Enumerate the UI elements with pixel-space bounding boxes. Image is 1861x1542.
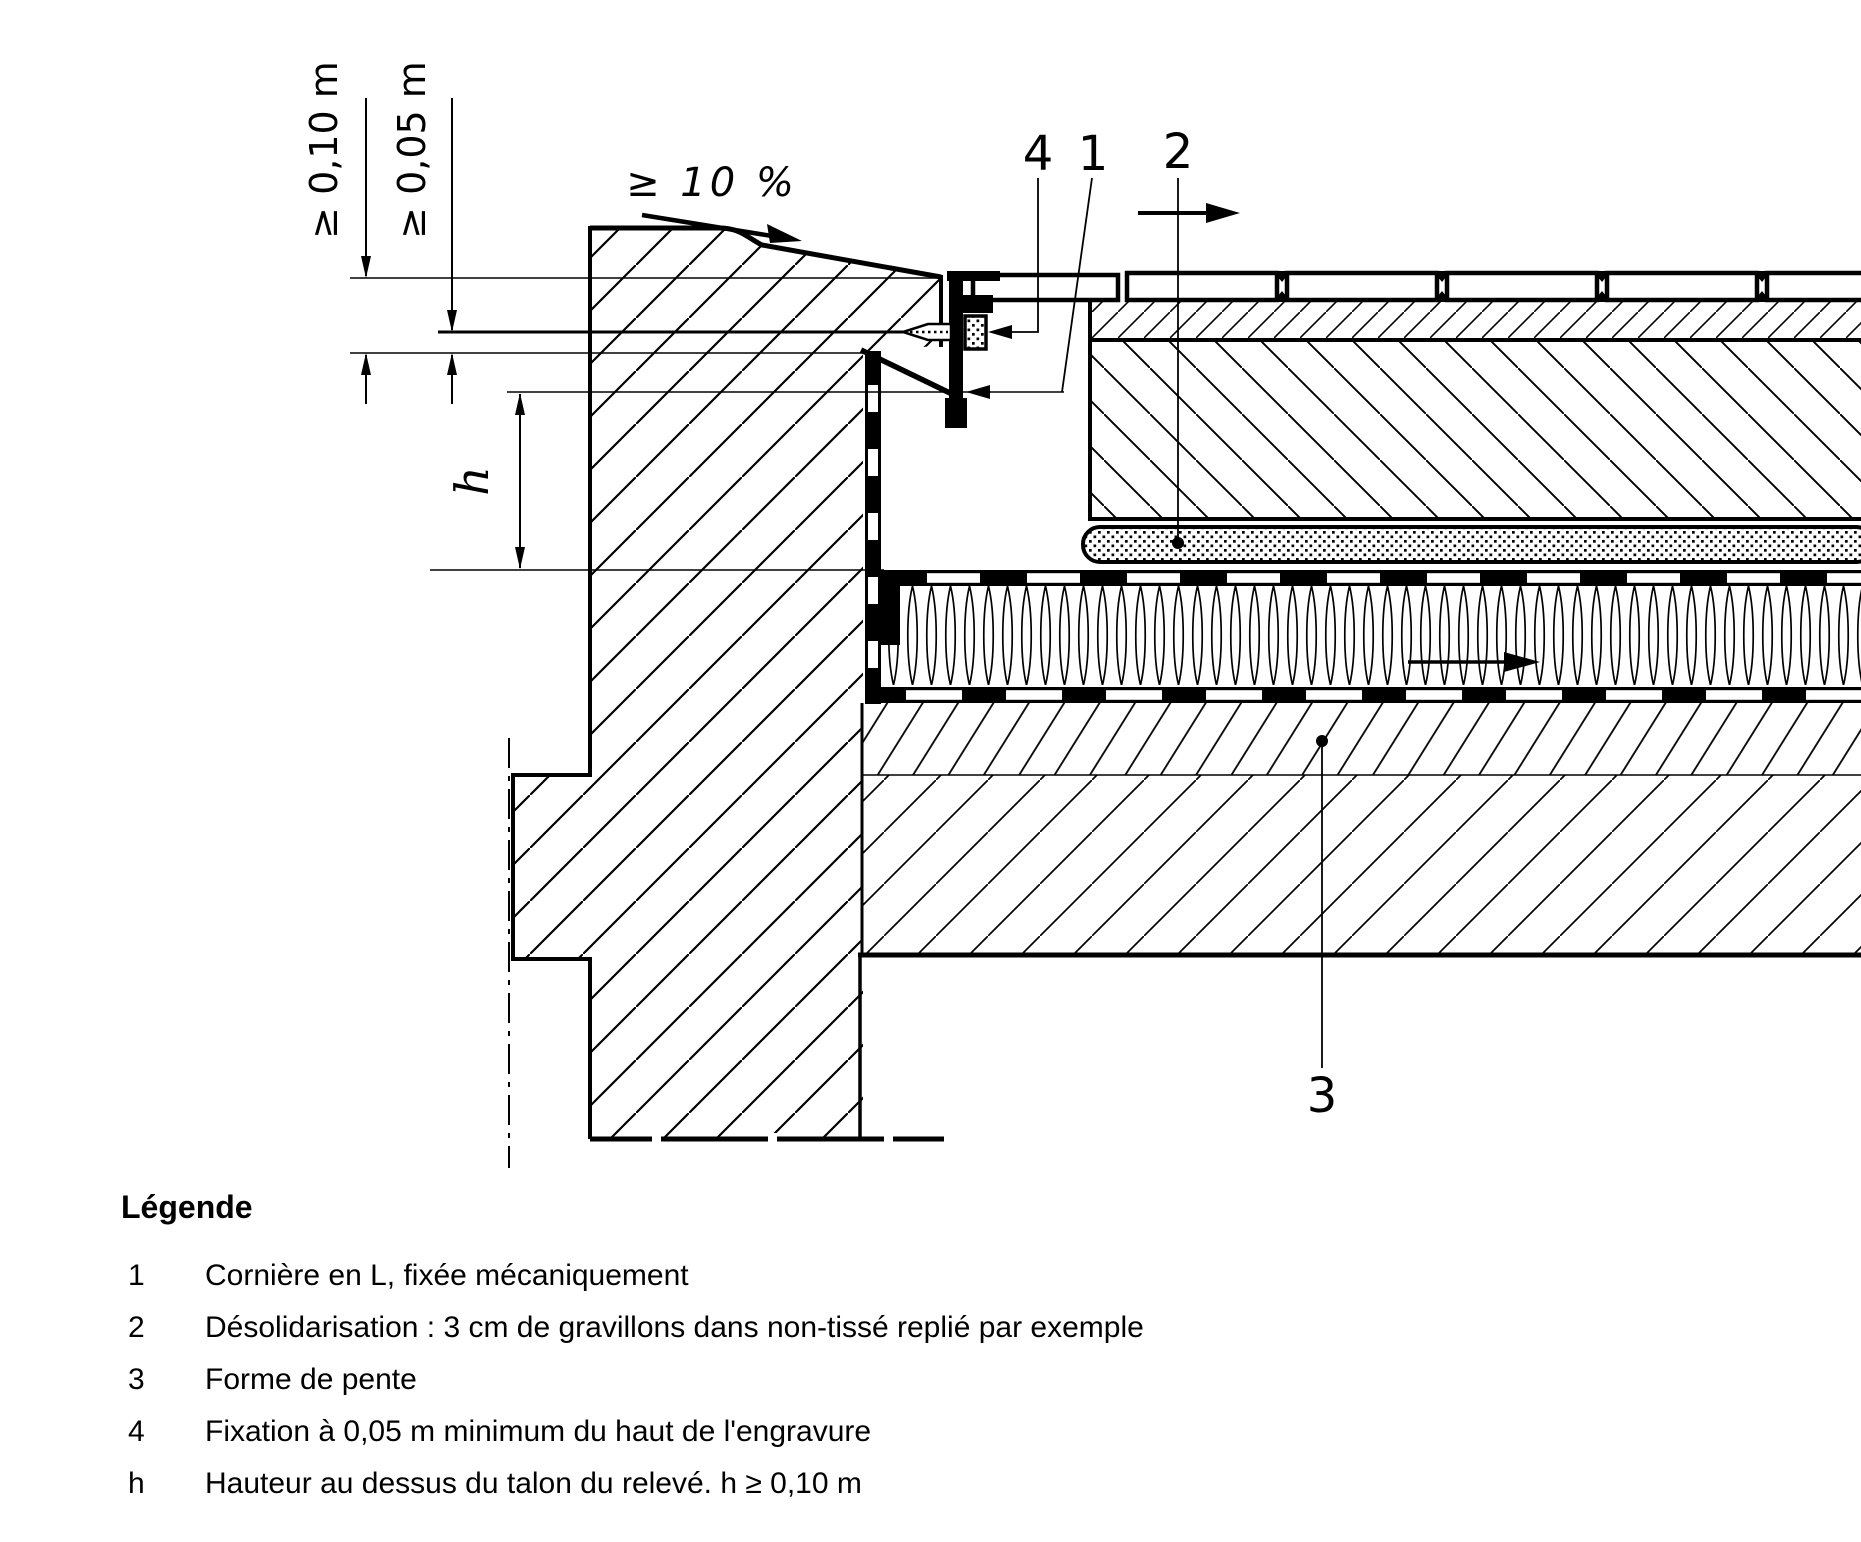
- legend-item-num: 3: [128, 1363, 145, 1396]
- wall-and-parapet: [508, 225, 944, 1168]
- corniere-detail: [859, 271, 1000, 428]
- dimension-005: ≥ 0,05 m: [390, 61, 457, 404]
- slab-hatch-fill: [863, 775, 1861, 955]
- arrowhead-down-icon: [447, 310, 457, 332]
- legend-item-text: Fixation à 0,05 m minimum du haut de l'e…: [205, 1415, 871, 1448]
- arrowhead-up-icon: [447, 353, 457, 375]
- paver: [1604, 270, 1760, 303]
- paver-row: [970, 270, 1861, 303]
- legend-item-num: 1: [128, 1259, 145, 1292]
- membrane-talon-diagonal: [859, 347, 954, 397]
- paver: [970, 272, 1121, 303]
- leader-dot-icon: [1316, 735, 1328, 747]
- callout-4-leader: [996, 178, 1039, 333]
- arrowhead-up-icon: [515, 393, 525, 415]
- paver: [1444, 270, 1600, 303]
- flow-arrow-insulation: [1408, 652, 1540, 672]
- slope-arrow-shaft: [641, 212, 773, 239]
- callout-1-leader: [1061, 177, 1093, 393]
- legend: Légende 1 Cornière en L, fixée mécanique…: [121, 1189, 1144, 1500]
- break-gap: [768, 1133, 777, 1145]
- corniere-horizontal-flange: [947, 271, 1000, 281]
- engravure-seal: [961, 295, 993, 313]
- break-gap: [884, 1133, 893, 1145]
- callouts: 4 1 2 3: [966, 124, 1337, 1124]
- membrane-upstand-strip: [865, 351, 881, 704]
- callout-4-label: 4: [1023, 126, 1054, 182]
- leader-dot-icon: [1172, 537, 1184, 549]
- mortar-bed-layer: [1090, 300, 1861, 340]
- slope-annotation: ≥ 10 %: [626, 160, 802, 243]
- insulation-layer: [884, 586, 1861, 685]
- forme-de-pente-layer: [863, 703, 1861, 775]
- legend-item-text: Forme de pente: [205, 1363, 417, 1396]
- dimension-h: h: [445, 393, 525, 569]
- arrowhead-down-icon: [361, 256, 371, 278]
- roof-layers: [863, 300, 1861, 775]
- fixation-plate: [963, 314, 988, 351]
- legend-item-text: Cornière en L, fixée mécaniquement: [205, 1259, 689, 1292]
- legend-title: Légende: [121, 1189, 253, 1225]
- legend-item-text: Hauteur au dessus du talon du relevé. h …: [205, 1467, 862, 1500]
- arrowhead-down-icon: [515, 547, 525, 569]
- roof-slab: [858, 703, 1861, 1139]
- dimension-010: ≥ 0,10 m: [302, 61, 371, 404]
- break-gap: [652, 1133, 661, 1145]
- bedding-block-layer: [1090, 340, 1861, 519]
- flow-arrow-icon: [1504, 652, 1540, 672]
- leader-arrow-icon: [988, 325, 1012, 339]
- callout-1-label: 1: [1078, 126, 1109, 182]
- paver: [1124, 270, 1280, 303]
- dim-label-005: ≥ 0,05 m: [390, 61, 434, 239]
- slope-arrow-icon: [767, 224, 802, 243]
- dim-label-h: h: [445, 466, 499, 496]
- legend-item-num: 2: [128, 1311, 145, 1344]
- corniere-vertical-leg: [949, 271, 963, 424]
- legend-item-text: Désolidarisation : 3 cm de gravillons da…: [205, 1311, 1144, 1344]
- callout-3-label: 3: [1307, 1068, 1338, 1124]
- flow-arrow-pavers: [1138, 203, 1240, 223]
- anchor-plug: [898, 322, 953, 342]
- legend-item-num: h: [128, 1467, 145, 1500]
- dimensions: ≥ 0,10 m ≥ 0,05 m h: [302, 61, 1064, 571]
- corniere-foot: [945, 398, 967, 428]
- wall-hatch-fill: [513, 228, 941, 1139]
- dim-label-010: ≥ 0,10 m: [302, 61, 346, 239]
- leader-arrow-icon: [966, 385, 990, 399]
- paver: [1764, 270, 1861, 303]
- waterproofing-membrane-layer: [866, 570, 1861, 586]
- gravel-separation-strip: [1081, 525, 1861, 564]
- paver: [1284, 270, 1440, 303]
- vapour-membrane-layer: [866, 687, 1861, 703]
- paver-joint-notches: [1273, 271, 1771, 302]
- arrowhead-up-icon: [361, 353, 371, 375]
- legend-item-num: 4: [128, 1415, 145, 1448]
- flow-arrow-icon: [1206, 203, 1240, 223]
- slope-label: ≥ 10 %: [626, 160, 798, 206]
- callout-2-label: 2: [1163, 124, 1194, 180]
